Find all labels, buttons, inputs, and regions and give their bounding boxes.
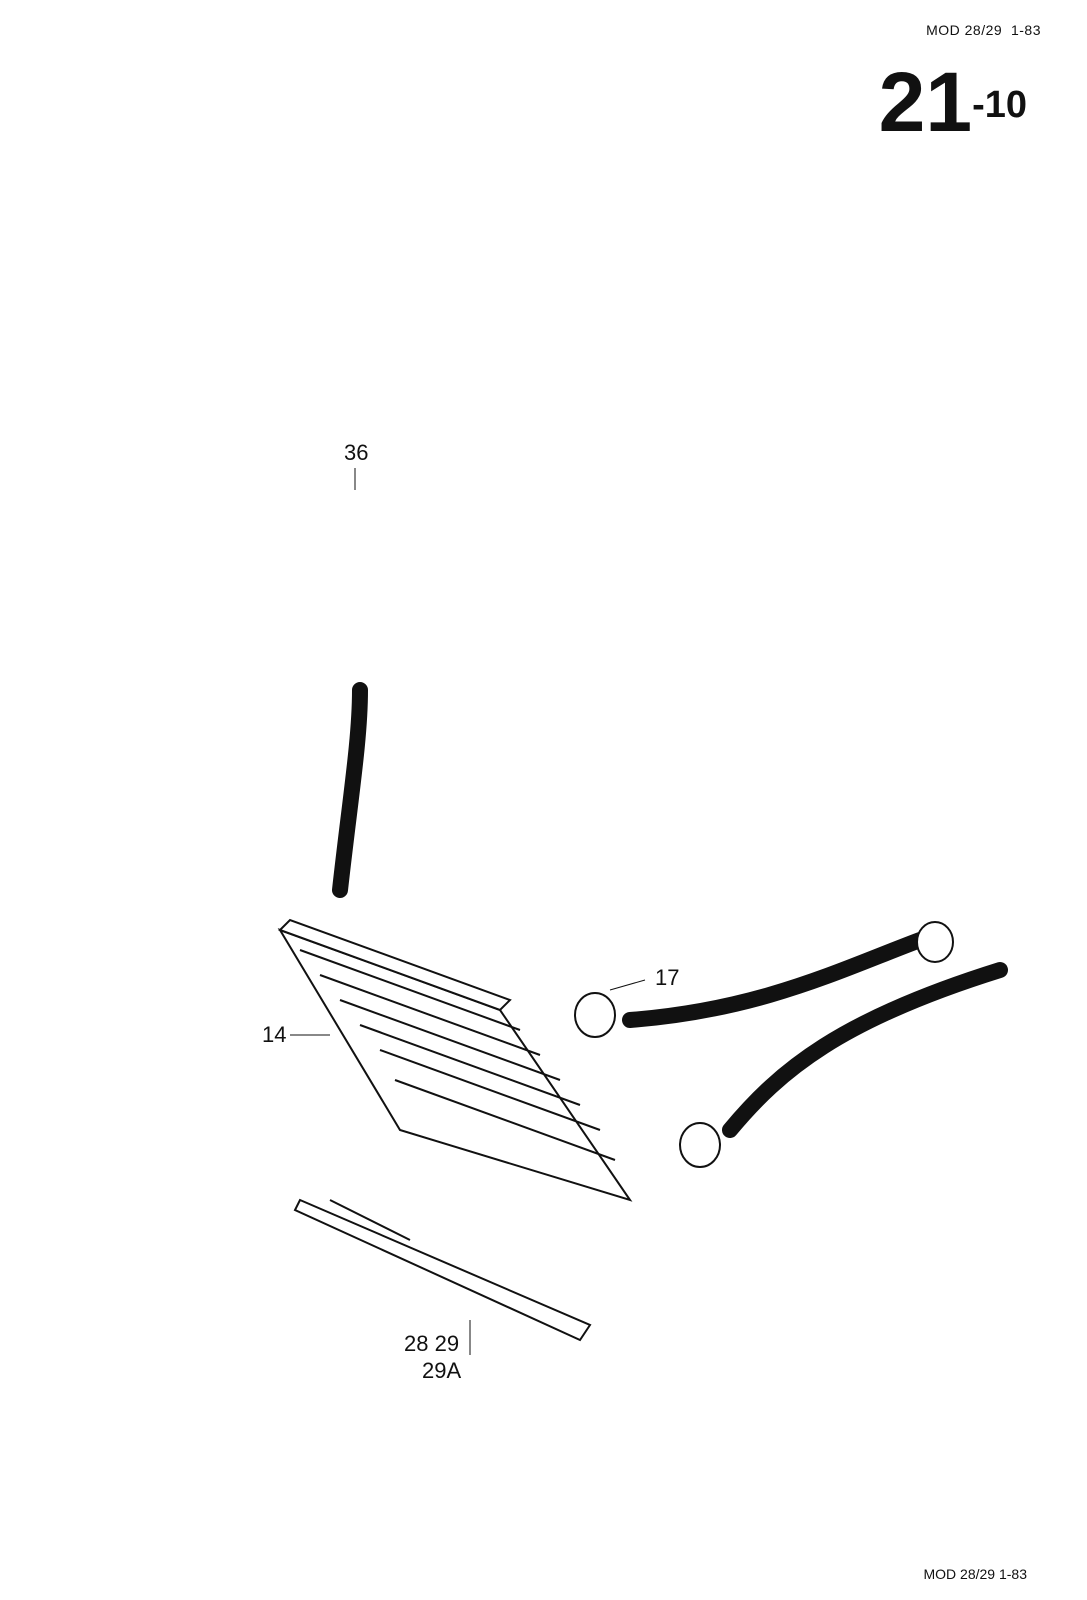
header-model: MOD 28/29 1-83 xyxy=(926,22,1041,38)
radiator xyxy=(277,918,633,1202)
header-code: MOD 28/29 xyxy=(926,22,1003,38)
leader-lines xyxy=(290,468,646,1355)
callout-36: 36 xyxy=(344,440,368,465)
callout-29a: 29A xyxy=(422,1358,461,1383)
hose-clamps xyxy=(574,921,954,1168)
page-number: 21-10 xyxy=(879,60,1027,144)
footer-model: MOD 28/29 1-83 xyxy=(923,1566,1028,1582)
callout-14: 14 xyxy=(262,1022,286,1047)
page-number-sub: -10 xyxy=(972,84,1027,126)
callout-28-29: 28 29 xyxy=(404,1331,459,1356)
coolant-hoses xyxy=(332,682,1008,1138)
header-date: 1-83 xyxy=(1010,22,1041,38)
callout-17: 17 xyxy=(655,965,679,990)
page-number-main: 21 xyxy=(878,55,973,149)
lower-bracket xyxy=(293,1198,592,1342)
